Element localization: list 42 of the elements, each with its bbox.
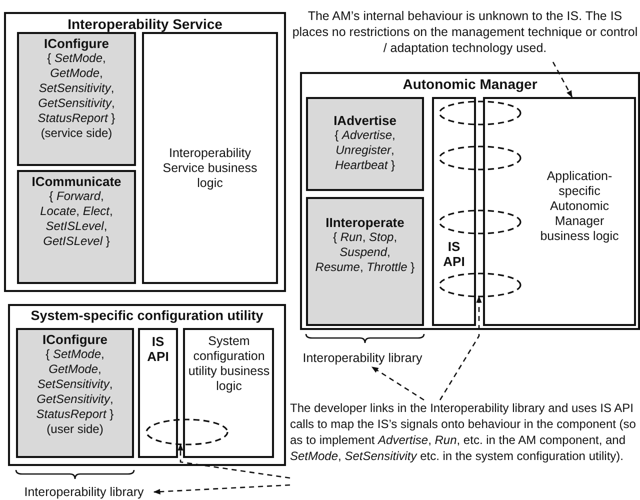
- dashed-arrow: [439, 296, 482, 400]
- interface-box: [306, 97, 424, 191]
- interface-box: [17, 170, 136, 284]
- annotation-text: The AM’s internal behaviour is unknown to the IS. The IS places no restrictions on the management technique or control / adaptation technology used.: [291, 8, 639, 56]
- component-box: [142, 32, 278, 284]
- container-panel: [8, 304, 286, 466]
- interface-name: ICommunicate: [30, 174, 122, 189]
- api-label: IS API: [442, 239, 466, 269]
- method-list: { SetMode, GetMode, SetSensitivity, GetSensitivity, StatusReport }: [20, 347, 130, 422]
- library-label: Interoperability library: [302, 350, 424, 366]
- component-box: [138, 328, 178, 458]
- side-note: (service side): [40, 126, 114, 141]
- side-note: (user side): [46, 422, 104, 437]
- method-list: { SetMode, GetMode, SetSensitivity, GetSensitivity, StatusReport }: [26, 51, 126, 126]
- dashed-arrow: [552, 62, 573, 98]
- component-box: [483, 97, 636, 326]
- interface-name: IAdvertise: [332, 113, 398, 128]
- interface-box: [17, 32, 136, 166]
- dashed-arrow: [371, 366, 424, 401]
- method-list: { Advertise, Unregister, Heartbeat }: [315, 128, 415, 173]
- component-label: Application-specific Autonomic Manager business logic: [539, 169, 620, 244]
- interface-name: IConfigure: [43, 36, 110, 51]
- container-title: Autonomic Manager: [402, 76, 538, 92]
- container-title: System-specific configuration utility: [30, 308, 264, 323]
- interface-box: [16, 328, 134, 458]
- interface-name: IConfigure: [42, 332, 108, 347]
- library-label: Interoperability library: [23, 484, 145, 500]
- interface-name: IInteroperate: [324, 215, 406, 230]
- component-label: System configuration utility business logic: [187, 334, 271, 394]
- method-list: { Forward, Locate, Elect, SetISLevel, GetISLevel }: [30, 189, 122, 249]
- interface-box: [306, 197, 424, 326]
- component-box: [432, 97, 476, 326]
- container-panel: [4, 12, 286, 292]
- annotation-text: The developer links in the Interoperability library and uses IS API calls to map the IS’s signals onto behaviour in the component (so as to implement Advertise, Run, etc. in the AM component, and SetMode, SetSensitivity etc. in the system configuration utility).: [290, 400, 637, 464]
- method-list: { Run, Stop, Suspend, Resume, Throttle }: [315, 230, 415, 275]
- component-box: [183, 328, 274, 458]
- container-panel: [300, 72, 640, 330]
- dashed-arrow: [178, 444, 290, 479]
- container-title: Interoperability Service: [68, 16, 222, 32]
- dashed-arrow: [153, 484, 290, 494]
- api-label: IS API: [146, 334, 170, 364]
- component-label: Interoperability Service business logic: [162, 146, 258, 191]
